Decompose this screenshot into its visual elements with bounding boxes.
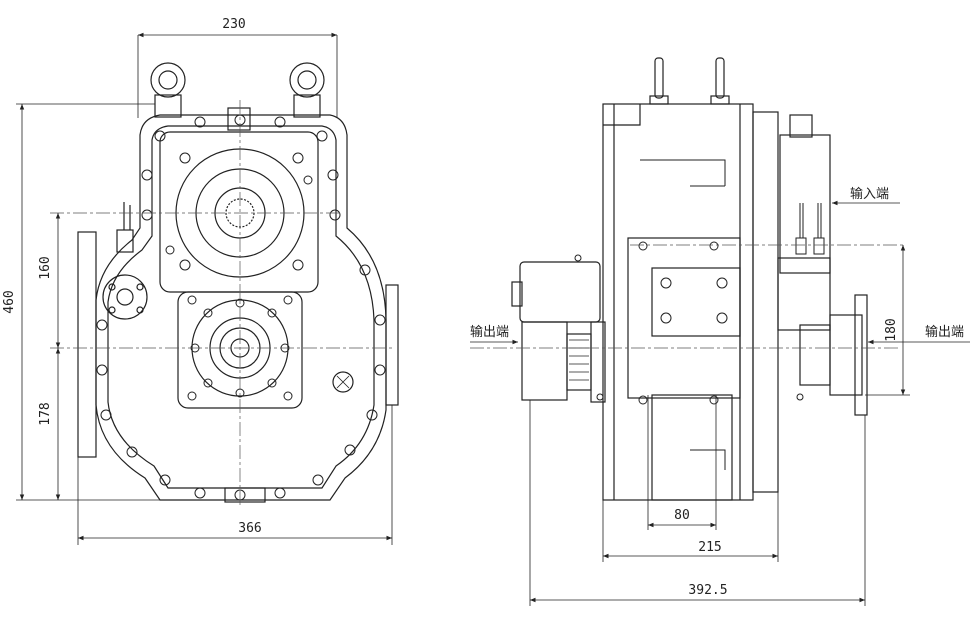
input-connector-box (779, 134, 831, 274)
side-housing-main (602, 103, 754, 501)
front-center-lines (50, 100, 395, 505)
lifting-eye-right (289, 62, 325, 118)
side-housing-top-step (603, 104, 641, 126)
dim-side-width-80: 80 (674, 508, 690, 523)
label-output-end-left: 输出端 (470, 324, 509, 340)
side-housing-rear (752, 111, 779, 493)
input-flange-bolts (165, 152, 313, 271)
output-flange-left (521, 321, 568, 401)
dim-side-width-total: 392.5 (688, 583, 727, 598)
dim-side-height-right: 180 (884, 318, 899, 341)
side-bolt-plate (651, 267, 741, 337)
front-view (77, 62, 399, 503)
top-plug (227, 107, 251, 131)
aux-pump (102, 274, 148, 320)
input-sensors (795, 203, 825, 255)
label-output-end-right: 输出端 (925, 324, 964, 340)
side-bolts (574, 241, 804, 405)
dim-front-width-bottom: 366 (238, 521, 261, 536)
side-center-plate (627, 237, 741, 399)
lifting-eye-left (150, 62, 186, 118)
input-top-block (789, 114, 813, 138)
output-motor-left (519, 261, 601, 323)
front-sensor (116, 202, 134, 253)
dim-front-height-lower: 178 (38, 402, 53, 425)
left-side-flange (77, 231, 97, 458)
bottom-foot (224, 487, 266, 503)
output-gear-left (566, 333, 592, 391)
side-view (511, 57, 868, 501)
dim-front-height-upper: 160 (38, 256, 53, 279)
drain-plug (332, 371, 354, 393)
front-dimensions (16, 32, 393, 545)
dim-side-width-215: 215 (698, 540, 721, 555)
output-flange-right (829, 314, 863, 396)
label-input-end: 输入端 (850, 186, 889, 202)
front-housing-outline (95, 114, 387, 501)
right-side-flange (385, 284, 399, 406)
side-dimensions (470, 200, 970, 606)
output-gear-teeth (569, 339, 589, 381)
dim-front-width-top: 230 (222, 17, 245, 32)
input-end-cover (777, 257, 831, 331)
side-lifting-rods (649, 57, 730, 105)
dim-front-height-total: 460 (2, 290, 17, 313)
side-center-lines (470, 244, 905, 349)
side-lower-block (651, 394, 733, 501)
